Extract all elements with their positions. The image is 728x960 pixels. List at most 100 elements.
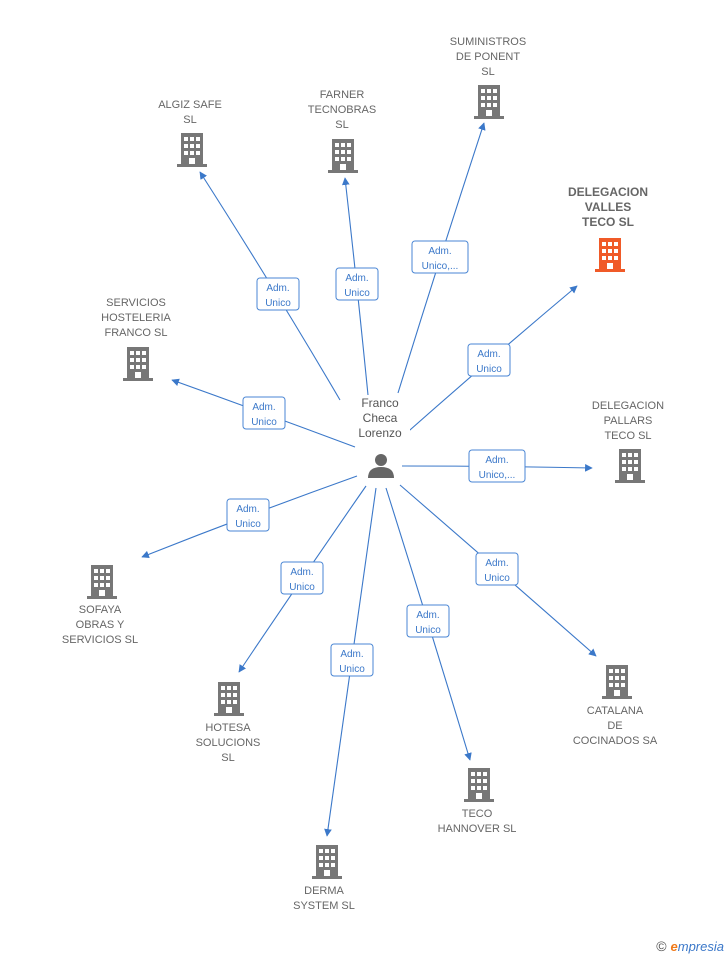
company-name-line: DE [607,720,622,732]
relation-label-box [242,396,286,430]
relation-label-box [411,240,469,274]
company-name-line: SL [335,119,348,131]
relation-label-box [335,267,379,301]
building-icon [615,449,645,483]
center-label-bg [350,395,410,439]
relation-label[interactable]: Adm. Unico [256,277,300,311]
building-icon [312,845,342,879]
company-node-farner[interactable]: FARNER TECNOBRAS SL [308,89,376,173]
company-name-line: SUMINISTROS [450,36,526,48]
company-name-line: FARNER [320,89,365,101]
relation-label-box [406,604,450,638]
relation-label[interactable]: Adm. Unico [475,552,519,586]
relation-label[interactable]: Adm.Unico [335,267,379,301]
company-node-pallars[interactable]: DELEGACION PALLARS TECO SL [592,400,664,483]
building-icon [464,768,494,802]
company-name-line: FRANCO SL [105,327,168,339]
person-name-line: Lorenzo [358,426,402,440]
relation-label-text: Adm. [290,567,313,578]
company-node-catalana[interactable]: CATALANA DE COCINADOS SA [573,665,658,747]
relation-label-box [468,449,526,483]
relation-label[interactable]: Adm. Unico [226,498,270,532]
company-name-line: DELEGACION [568,185,648,199]
person-icon [368,454,394,478]
relation-label-text: Adm. [416,610,439,621]
relation-label[interactable]: Adm.Unico,... [411,240,469,274]
relation-label-text: Adm. [266,283,289,294]
company-name-line: TECO [462,808,493,820]
company-name-line: SYSTEM SL [293,900,355,912]
company-name-line: VALLES [585,200,631,214]
relation-label-text: Unico,... [479,470,516,481]
company-node-suministros[interactable]: SUMINISTROS DE PONENT SL [450,36,526,119]
company-node-hotesa[interactable]: HOTESA SOLUCIONS SL [196,682,261,764]
company-name-line: TECO SL [582,215,634,229]
relation-label[interactable]: Adm. Unico [242,396,286,430]
brand-name: mpresia [677,939,724,954]
company-name-line: HOSTELERIA [101,312,171,324]
relation-label-text: Unico [265,298,291,309]
relation-label-text: Adm. [485,455,508,466]
relation-label-box [256,277,300,311]
company-name-line: DERMA [304,885,344,897]
relation-label-text: Adm. [477,349,500,360]
building-icon [595,238,625,272]
company-name-line: DE PONENT [456,51,520,63]
company-name-line: SL [221,752,234,764]
copyright-footer: ©empresia [656,938,724,954]
relation-label-text: Unico [415,625,441,636]
relation-label[interactable]: Adm.Unico [280,561,324,595]
copyright-icon: © [656,938,667,954]
relation-label[interactable]: Adm. Unico [406,604,450,638]
company-name-line: PALLARS [604,415,653,427]
company-name-line: TECNOBRAS [308,104,376,116]
relation-label-text: Unico [339,664,365,675]
relation-label-box [330,643,374,677]
relation-label-text: Unico [476,364,502,375]
relation-label-text: Adm. [340,649,363,660]
company-name-line: HOTESA [205,722,251,734]
company-name-line: SERVICIOS [106,297,166,309]
relation-label-box [467,343,511,377]
relation-label-text: Unico [235,519,261,530]
relation-label[interactable]: Adm. Unico [467,343,511,377]
relation-label[interactable]: Adm. Unico,... [468,449,526,483]
relation-label-text: Unico [251,417,277,428]
building-icon [328,139,358,173]
company-name-line: COCINADOS SA [573,735,658,747]
relation-label-text: Adm. [485,558,508,569]
company-name-line: SL [481,66,494,78]
relation-label-text: Unico,... [422,261,459,272]
company-node-hosteleria[interactable]: SERVICIOS HOSTELERIA FRANCO SL [101,297,172,381]
building-icon [123,347,153,381]
company-name-line: TECO SL [604,430,651,442]
relation-label-box [280,561,324,595]
nodes-layer: ALGIZ SAFESLFARNERTECNOBRASSLSUMINISTROS… [62,36,664,912]
relation-label-text: Adm. [345,273,368,284]
company-name-line: ALGIZ SAFE [158,99,222,111]
relation-labels-layer: Adm.UnicoAdm.UnicoAdm.Unico,...Adm.Unico… [226,240,526,677]
company-name-line: SOLUCIONS [196,737,261,749]
relation-label[interactable]: Adm. Unico [330,643,374,677]
relation-label-box [226,498,270,532]
building-icon [214,682,244,716]
relation-label-text: Adm. [252,402,275,413]
company-name-line: SERVICIOS SL [62,634,138,646]
company-name-line: CATALANA [587,705,644,717]
company-name-line: SOFAYA [79,604,122,616]
building-icon [177,133,207,167]
building-icon [474,85,504,119]
relation-label-box [475,552,519,586]
building-icon [87,565,117,599]
relation-label-text: Adm. [236,504,259,515]
person-name-line: Checa [363,411,398,425]
relation-label-text: Unico [484,573,510,584]
company-node-derma[interactable]: DERMA SYSTEM SL [293,845,355,912]
company-name-line: DELEGACION [592,400,664,412]
